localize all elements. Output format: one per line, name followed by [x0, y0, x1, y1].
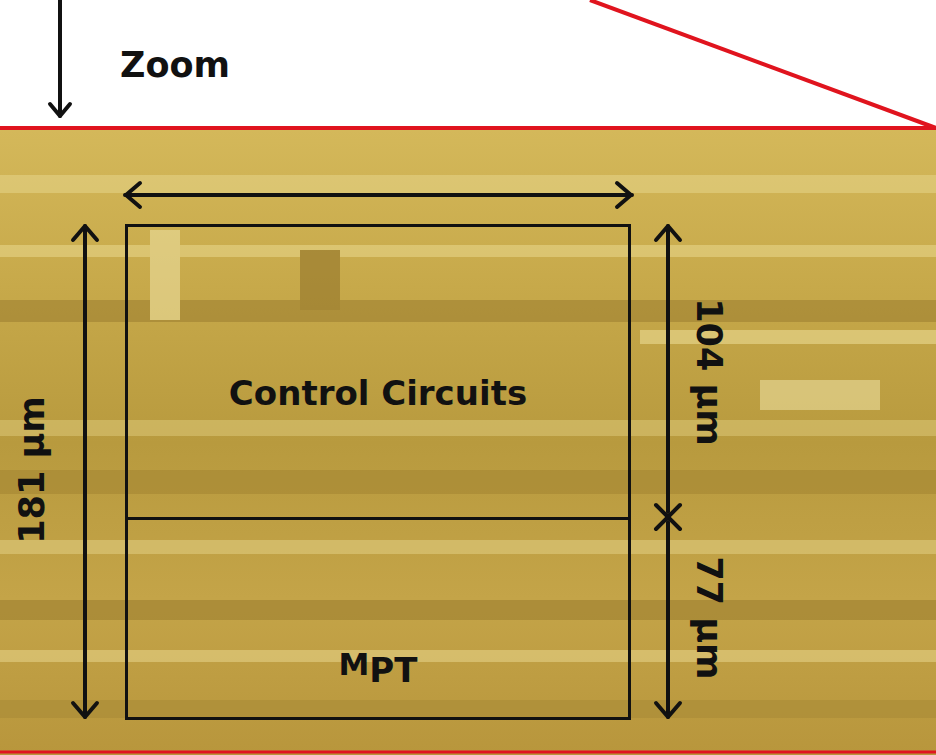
dark-patch	[300, 250, 340, 310]
cross-mark	[656, 505, 680, 529]
dimension-label: 104 μm	[691, 298, 726, 445]
arrow-head	[126, 183, 140, 207]
zoom-label: Zoom	[120, 48, 230, 83]
height-dimension-line	[83, 226, 87, 717]
arrow-head	[50, 104, 70, 116]
arrow-head	[656, 703, 680, 717]
cross-mark	[656, 505, 680, 529]
control-circuits-block: Control Circuits	[125, 224, 631, 520]
arrow-head	[73, 703, 97, 717]
block-label: MPT	[339, 646, 418, 690]
zoom-edge-line	[0, 126, 936, 130]
zoom-arrow-shaft	[58, 0, 62, 116]
bright-patch	[150, 230, 180, 320]
height-dimension-line	[666, 522, 670, 717]
bright-band	[0, 420, 936, 436]
bright-band	[0, 540, 936, 554]
bright-band	[0, 245, 936, 257]
dark-band	[0, 600, 936, 620]
bright-band	[640, 330, 936, 344]
micrograph-bands	[0, 175, 936, 718]
power-transistor-block: MPT	[125, 517, 631, 720]
dark-band	[0, 300, 936, 322]
zoom-edge-line	[0, 751, 936, 754]
width-dimension-line	[125, 193, 632, 197]
zoom-diagonal-line	[590, 0, 936, 128]
dark-band	[0, 470, 936, 494]
height-dimension-line	[666, 226, 670, 512]
bright-band	[0, 650, 936, 662]
arrow-head	[656, 226, 680, 240]
arrow-head	[73, 226, 97, 240]
block-label: Control Circuits	[229, 373, 527, 413]
bright-patch	[760, 380, 880, 410]
dimension-arrows	[50, 0, 680, 717]
dimension-label: 77 μm	[691, 556, 726, 679]
micrograph-ground	[0, 130, 936, 755]
dimension-label: 181 μm	[15, 396, 50, 543]
arrow-head	[617, 183, 631, 207]
dark-band	[0, 700, 936, 718]
